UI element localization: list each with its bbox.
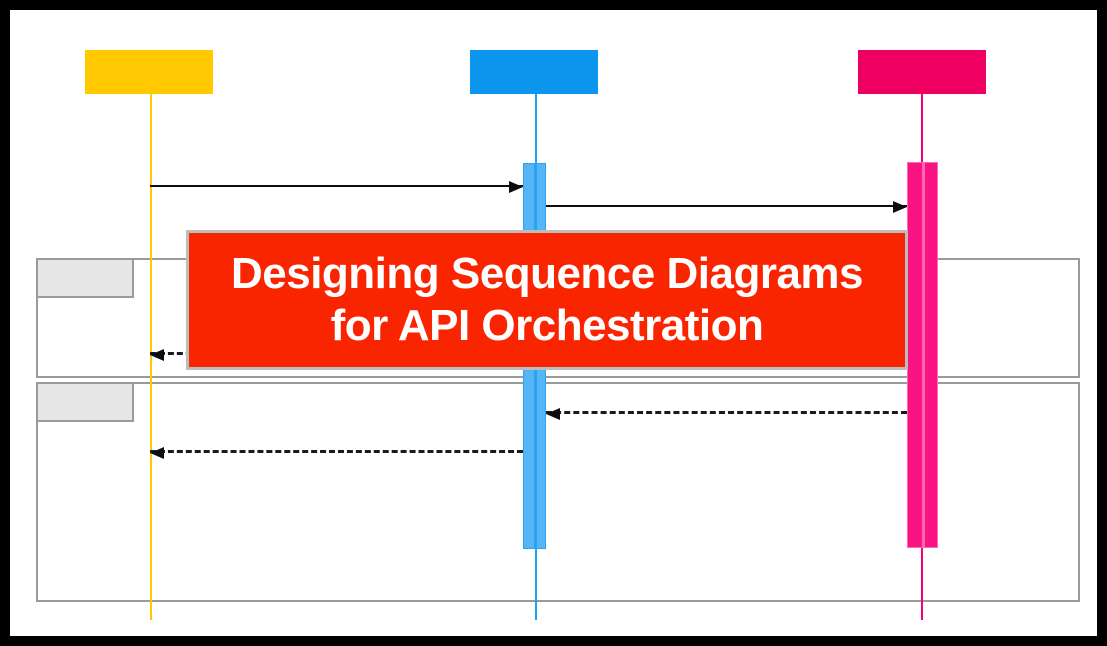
message-solid-right [546,201,907,213]
title-line-1: Designing Sequence Diagrams [230,249,864,299]
message-solid-right [150,181,523,193]
activation-center-line [922,163,925,547]
arrowhead-right-icon [893,201,907,213]
title-line-2: for API Orchestration [330,301,764,350]
diagram-surface: Designing Sequence Diagrams for API Orch… [10,10,1097,636]
fragment-operator-label [38,384,134,422]
arrowhead-right-icon [509,181,523,193]
title-banner: Designing Sequence Diagrams for API Orch… [186,230,908,370]
participant-box-participant-2[interactable] [470,50,598,94]
arrowhead-left-icon [546,408,560,420]
participant-box-participant-1[interactable] [85,50,213,94]
participant-box-participant-3[interactable] [858,50,986,94]
arrowhead-left-icon [150,447,164,459]
fragment-frame [36,382,1080,602]
message-dashed-left [546,408,907,420]
arrowhead-left-icon [150,349,164,361]
activation-participant-3 [907,162,938,548]
message-dashed-left [150,447,523,459]
fragment-operator-label [38,260,134,298]
